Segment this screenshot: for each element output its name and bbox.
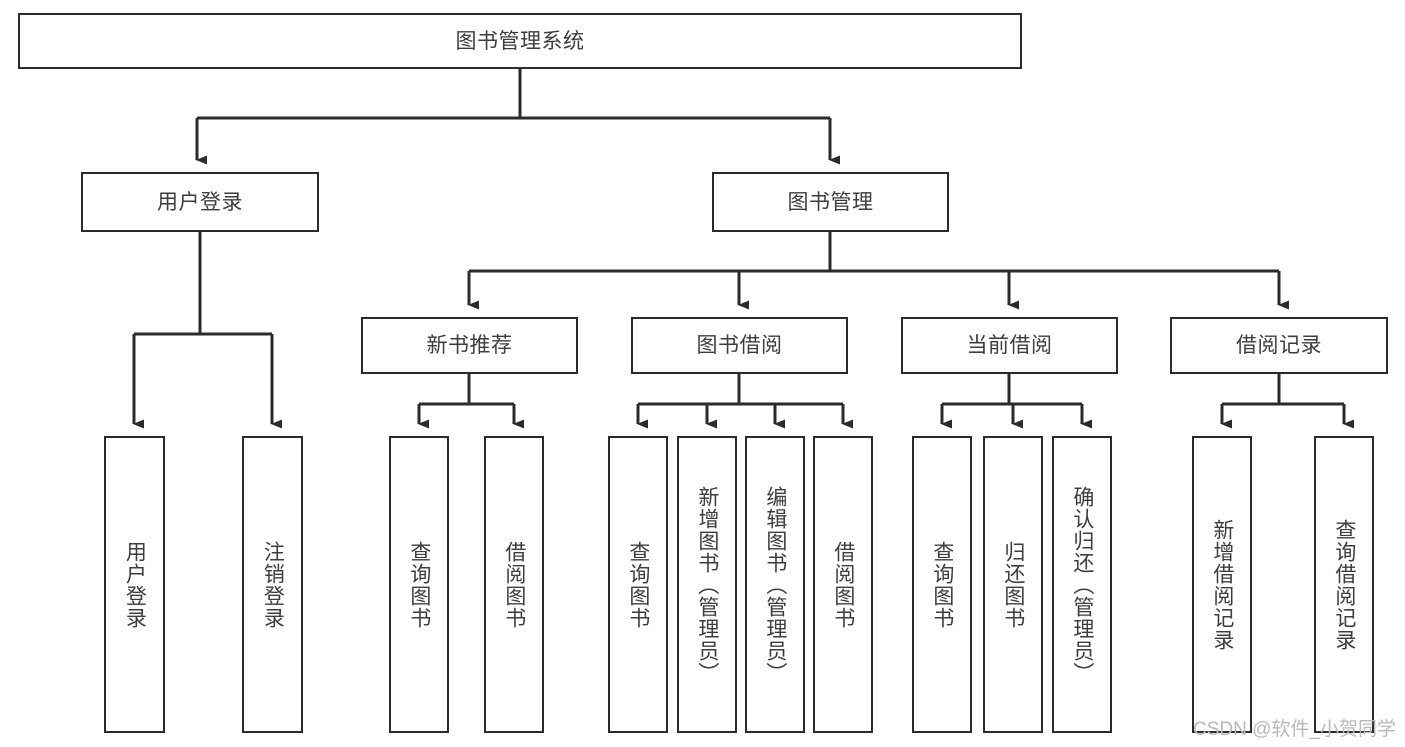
leaf-edit-book-admin-label: 编辑图书（管理员）	[763, 485, 787, 684]
leaf-confirm-return-admin[interactable]: 确认归还（管理员）	[1052, 436, 1112, 733]
node-current-borrow[interactable]: 当前借阅	[901, 317, 1118, 374]
leaf-user-logout-label: 注销登录	[261, 540, 285, 629]
node-user-login-label: 用户登录	[157, 190, 243, 214]
leaf-return-book-label: 归还图书	[1001, 540, 1025, 629]
node-book-manage[interactable]: 图书管理	[712, 172, 949, 232]
node-borrow-record[interactable]: 借阅记录	[1170, 317, 1388, 374]
leaf-add-book-admin-label: 新增图书（管理员）	[695, 485, 719, 684]
leaf-query-book-current[interactable]: 查询图书	[912, 436, 972, 733]
node-book-manage-label: 图书管理	[787, 190, 874, 214]
leaf-query-book-recommend[interactable]: 查询图书	[389, 436, 449, 733]
node-user-login[interactable]: 用户登录	[81, 172, 319, 232]
leaf-query-book-current-label: 查询图书	[930, 540, 954, 629]
leaf-add-book-admin[interactable]: 新增图书（管理员）	[677, 436, 737, 733]
node-current-borrow-label: 当前借阅	[966, 334, 1053, 357]
leaf-query-book-borrow-label: 查询图书	[626, 540, 650, 629]
leaf-add-borrow-record[interactable]: 新增借阅记录	[1192, 436, 1252, 733]
node-book-borrow-label: 图书借阅	[696, 334, 783, 357]
node-book-borrow[interactable]: 图书借阅	[631, 317, 848, 374]
leaf-query-book-borrow[interactable]: 查询图书	[608, 436, 668, 733]
leaf-borrow-book-recommend-label: 借阅图书	[502, 540, 526, 629]
leaf-edit-book-admin[interactable]: 编辑图书（管理员）	[745, 436, 805, 733]
leaf-query-borrow-record[interactable]: 查询借阅记录	[1314, 436, 1374, 733]
node-borrow-record-label: 借阅记录	[1236, 334, 1322, 357]
node-root-label: 图书管理系统	[455, 29, 585, 53]
leaf-query-book-recommend-label: 查询图书	[407, 540, 431, 629]
node-new-book-recommend-label: 新书推荐	[426, 334, 513, 357]
leaf-add-borrow-record-label: 新增借阅记录	[1210, 518, 1234, 651]
leaf-user-login-label: 用户登录	[123, 540, 147, 629]
node-root-system[interactable]: 图书管理系统	[18, 13, 1022, 69]
leaf-confirm-return-admin-label: 确认归还（管理员）	[1070, 485, 1094, 684]
node-new-book-recommend[interactable]: 新书推荐	[361, 317, 578, 374]
leaf-borrow-book-recommend[interactable]: 借阅图书	[484, 436, 544, 733]
leaf-return-book[interactable]: 归还图书	[983, 436, 1043, 733]
leaf-borrow-book-label: 借阅图书	[831, 540, 855, 629]
leaf-query-borrow-record-label: 查询借阅记录	[1332, 518, 1356, 651]
leaf-user-logout[interactable]: 注销登录	[242, 436, 303, 733]
leaf-user-login[interactable]: 用户登录	[104, 436, 165, 733]
leaf-borrow-book[interactable]: 借阅图书	[813, 436, 873, 733]
